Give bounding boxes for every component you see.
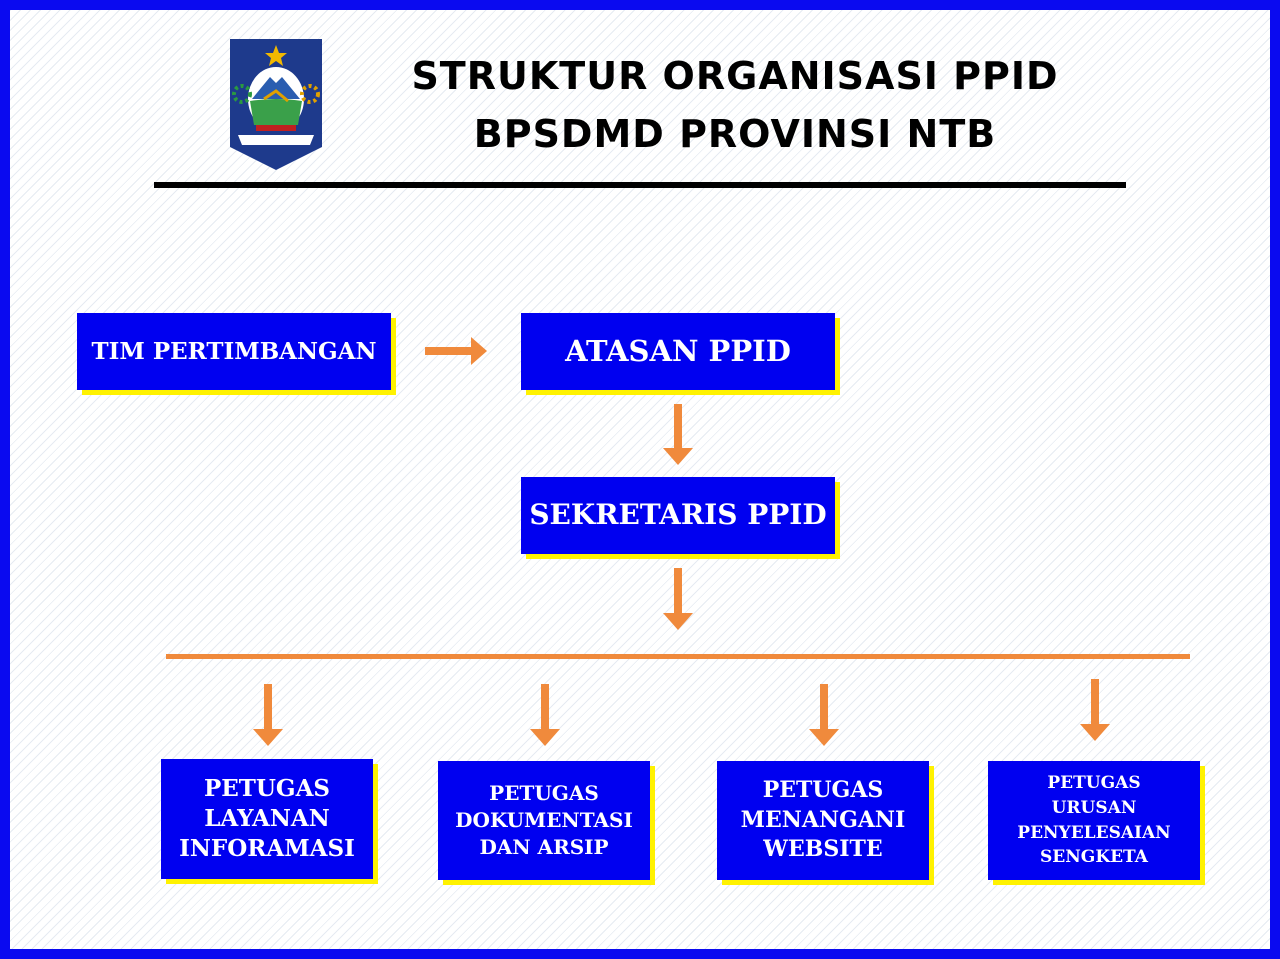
box-label-line: PETUGAS bbox=[1047, 773, 1141, 794]
box-label-line: WEBSITE bbox=[763, 836, 883, 863]
box-tim-pertimbangan: TIM PERTIMBANGAN bbox=[77, 313, 391, 390]
arrow-down-icon bbox=[663, 568, 693, 630]
box-petugas-website: PETUGAS MENANGANI WEBSITE bbox=[717, 761, 929, 880]
box-label-line: PENYELESAIAN bbox=[1017, 822, 1171, 843]
arrow-down-icon bbox=[1080, 679, 1110, 741]
box-label-line: MENANGANI bbox=[740, 806, 906, 833]
arrow-down-icon bbox=[530, 684, 560, 746]
arrow-down-icon bbox=[253, 684, 283, 746]
box-sekretaris-ppid: SEKRETARIS PPID bbox=[521, 477, 835, 554]
box-label-line: PETUGAS bbox=[489, 781, 599, 805]
ntb-logo bbox=[230, 39, 322, 170]
arrow-down-icon bbox=[809, 684, 839, 746]
arrow-down-icon bbox=[663, 404, 693, 465]
title-line-2: BPSDMD PROVINSI NTB bbox=[473, 112, 997, 156]
box-label-line: URUSAN bbox=[1051, 797, 1137, 818]
box-petugas-dokumentasi: PETUGAS DOKUMENTASI DAN ARSIP bbox=[438, 761, 650, 880]
box-label-line: SENGKETA bbox=[1040, 847, 1148, 868]
box-label-line: PETUGAS bbox=[203, 775, 331, 803]
title-line-1: STRUKTUR ORGANISASI PPID bbox=[411, 54, 1059, 98]
box-label-line: INFORAMASI bbox=[179, 834, 355, 862]
box-petugas-sengketa: PETUGAS URUSAN PENYELESAIAN SENGKETA bbox=[988, 761, 1200, 880]
title-divider bbox=[154, 182, 1126, 188]
box-label-line: PETUGAS bbox=[762, 776, 884, 803]
box-atasan-ppid: ATASAN PPID bbox=[521, 313, 835, 390]
arrow-right-icon bbox=[425, 337, 487, 365]
org-chart-canvas: STRUKTUR ORGANISASI PPID BPSDMD PROVINSI… bbox=[10, 10, 1270, 949]
branch-line bbox=[166, 654, 1190, 659]
box-label-line: LAYANAN bbox=[204, 805, 330, 833]
box-label-line: DAN ARSIP bbox=[479, 835, 609, 859]
box-label-line: DOKUMENTASI bbox=[455, 808, 633, 832]
